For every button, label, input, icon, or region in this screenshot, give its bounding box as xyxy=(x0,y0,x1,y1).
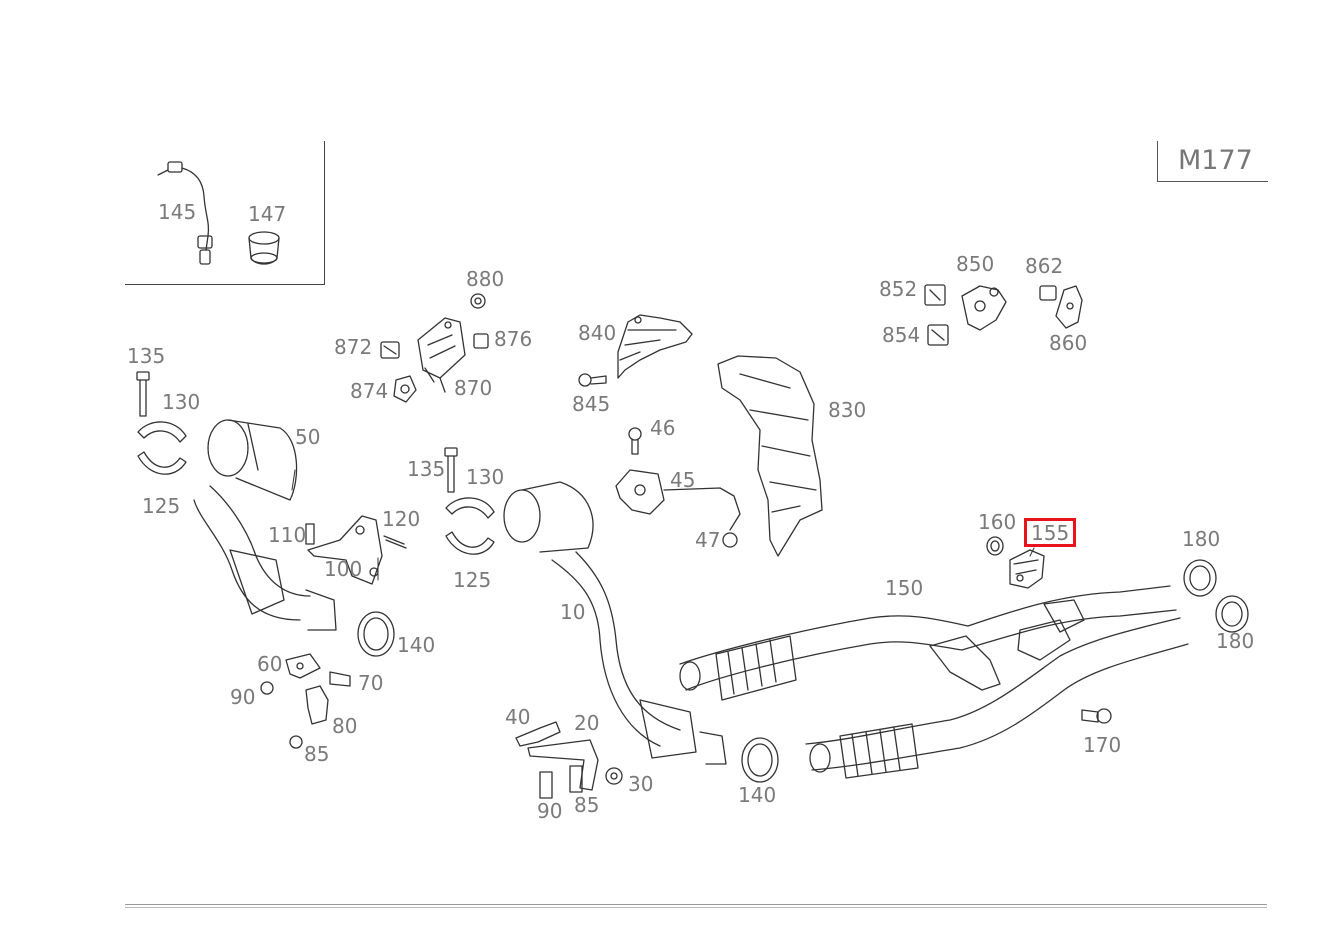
part-85-nut-left xyxy=(289,735,303,749)
label-874[interactable]: 874 xyxy=(350,379,389,403)
label-70[interactable]: 70 xyxy=(358,671,384,695)
part-160-grommet xyxy=(986,536,1004,556)
label-850[interactable]: 850 xyxy=(956,252,995,276)
part-10-front-pipe xyxy=(503,481,727,765)
label-147[interactable]: 147 xyxy=(248,202,287,226)
part-140-clamp-mid xyxy=(741,737,779,783)
label-160[interactable]: 160 xyxy=(978,510,1017,534)
part-830-heat-shield xyxy=(717,355,823,557)
part-60-mount xyxy=(285,653,321,679)
label-872[interactable]: 872 xyxy=(334,335,373,359)
label-120[interactable]: 120 xyxy=(382,507,421,531)
part-120-spring-bolt xyxy=(383,535,407,549)
label-20[interactable]: 20 xyxy=(574,711,600,735)
label-110[interactable]: 110 xyxy=(268,523,307,547)
part-20-bracket xyxy=(527,739,599,791)
part-90-stud-bottom xyxy=(539,771,553,799)
label-47[interactable]: 47 xyxy=(695,528,721,552)
label-60[interactable]: 60 xyxy=(257,652,283,676)
part-85-stud-bottom xyxy=(569,765,583,793)
part-45-valve xyxy=(615,469,741,531)
label-862[interactable]: 862 xyxy=(1025,254,1064,278)
label-90-bottom[interactable]: 90 xyxy=(537,799,563,823)
label-135-left[interactable]: 135 xyxy=(127,344,166,368)
label-85-bottom[interactable]: 85 xyxy=(574,793,600,817)
part-880-nut xyxy=(470,293,486,309)
part-46-bolt xyxy=(628,427,642,455)
part-150-y-pipe xyxy=(679,585,1189,779)
label-46[interactable]: 46 xyxy=(650,416,676,440)
part-845-bolt xyxy=(578,373,607,387)
label-880[interactable]: 880 xyxy=(466,267,505,291)
label-852[interactable]: 852 xyxy=(879,277,918,301)
part-130-clamp-mid xyxy=(445,497,495,519)
part-854-clip xyxy=(927,324,949,346)
part-40-bracket xyxy=(515,721,561,747)
part-130-clamp-left xyxy=(137,421,187,443)
label-150[interactable]: 150 xyxy=(885,576,924,600)
label-180-upper[interactable]: 180 xyxy=(1182,527,1221,551)
leader-lines xyxy=(291,469,1035,581)
part-30-nut xyxy=(605,767,623,785)
part-852-clip xyxy=(924,284,946,306)
label-90-left[interactable]: 90 xyxy=(230,685,256,709)
label-125-left[interactable]: 125 xyxy=(142,494,181,518)
label-100[interactable]: 100 xyxy=(324,557,363,581)
label-870[interactable]: 870 xyxy=(454,376,493,400)
part-874-clip xyxy=(393,375,417,403)
label-85-left[interactable]: 85 xyxy=(304,742,330,766)
label-40[interactable]: 40 xyxy=(505,705,531,729)
label-180-lower[interactable]: 180 xyxy=(1216,629,1255,653)
part-147-grommet xyxy=(248,231,280,265)
label-845[interactable]: 845 xyxy=(572,392,611,416)
label-876[interactable]: 876 xyxy=(494,327,533,351)
label-130-mid[interactable]: 130 xyxy=(466,465,505,489)
part-135-bolt-mid xyxy=(444,447,458,493)
part-840-heat-shield xyxy=(617,314,693,379)
label-145[interactable]: 145 xyxy=(158,200,197,224)
label-840[interactable]: 840 xyxy=(578,321,617,345)
part-80-bracket xyxy=(305,685,329,725)
part-70-bolt xyxy=(329,671,351,687)
part-862-clip xyxy=(1039,285,1057,301)
part-872-clip xyxy=(380,341,400,359)
label-155-highlighted[interactable]: 155 xyxy=(1024,518,1077,547)
part-850-mount xyxy=(961,285,1007,331)
label-854[interactable]: 854 xyxy=(882,323,921,347)
part-90-nut-left xyxy=(260,681,274,695)
part-125-clamp-mid xyxy=(445,531,495,555)
part-155-actuator xyxy=(1009,549,1045,589)
label-860[interactable]: 860 xyxy=(1049,331,1088,355)
label-80[interactable]: 80 xyxy=(332,714,358,738)
part-870-bracket xyxy=(417,317,466,393)
model-designation-box: M177 xyxy=(1157,141,1268,182)
label-135-mid[interactable]: 135 xyxy=(407,457,446,481)
part-135-bolt-left xyxy=(136,371,150,417)
part-170-bolt xyxy=(1081,708,1112,724)
inset-frame xyxy=(125,141,325,285)
label-140-mid[interactable]: 140 xyxy=(738,783,777,807)
part-140-clamp-left xyxy=(357,611,395,657)
part-180-clamp-upper xyxy=(1183,559,1217,597)
footer-divider xyxy=(125,904,1267,908)
model-label: M177 xyxy=(1178,145,1253,176)
part-180-clamp-lower xyxy=(1215,595,1249,633)
label-50[interactable]: 50 xyxy=(295,425,321,449)
label-30[interactable]: 30 xyxy=(628,772,654,796)
label-10[interactable]: 10 xyxy=(560,600,586,624)
label-45[interactable]: 45 xyxy=(670,468,696,492)
part-860-bracket xyxy=(1055,285,1083,329)
label-130-left[interactable]: 130 xyxy=(162,390,201,414)
part-110-stud xyxy=(305,523,315,545)
label-140-left[interactable]: 140 xyxy=(397,633,436,657)
label-125-mid[interactable]: 125 xyxy=(453,568,492,592)
part-145-oxygen-sensor xyxy=(157,161,213,265)
part-125-clamp-left xyxy=(137,451,187,475)
part-47-gasket xyxy=(722,532,738,548)
part-50-catalytic-converter xyxy=(193,419,337,631)
part-876-clip xyxy=(473,333,489,349)
label-830[interactable]: 830 xyxy=(828,398,867,422)
label-170[interactable]: 170 xyxy=(1083,733,1122,757)
